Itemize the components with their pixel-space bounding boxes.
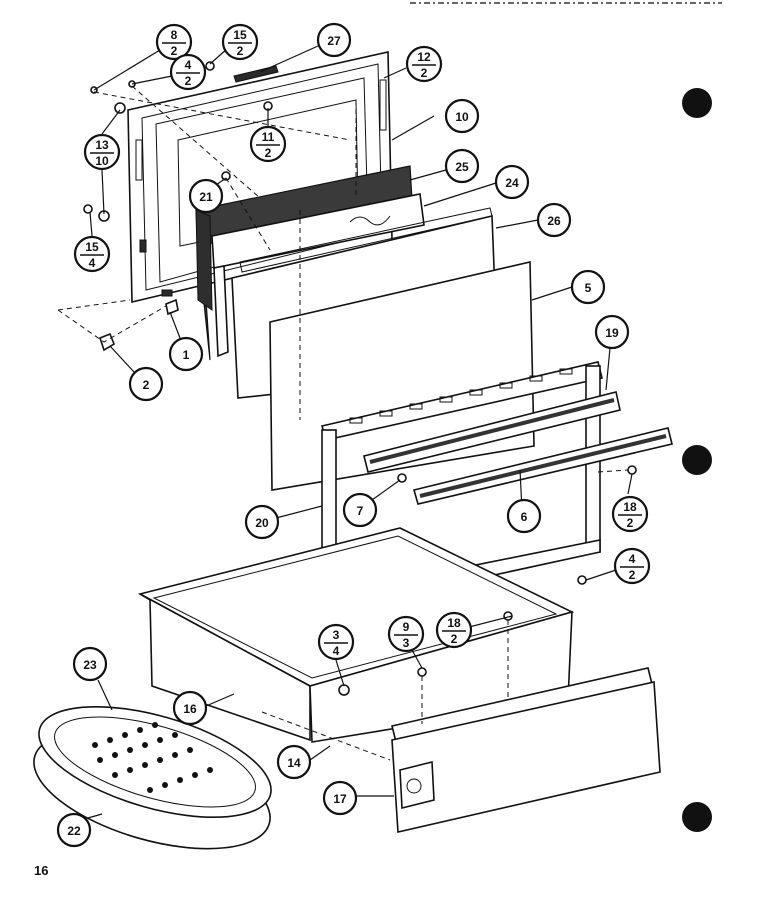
- callout-label: 17: [333, 792, 347, 806]
- callout-bottom: 2: [237, 44, 244, 58]
- callout-3-4: 3 4: [317, 623, 355, 661]
- callout-label: 27: [327, 34, 341, 48]
- callout-label: 2: [143, 378, 150, 392]
- callout-label: 21: [199, 190, 213, 204]
- callout-15-2: 15 2: [221, 23, 259, 61]
- callout-label: 26: [547, 214, 561, 228]
- callout-4-2-upper: 4 2: [169, 53, 207, 91]
- callout-label: 1: [183, 348, 190, 362]
- callout-top: 4: [185, 58, 192, 72]
- callout-19: 19: [594, 314, 630, 350]
- callout-label: 23: [83, 658, 97, 672]
- callout-top: 4: [629, 552, 636, 566]
- drawer-rail-upper: [363, 391, 621, 473]
- callout-label: 16: [183, 702, 197, 716]
- callout-9-3: 9 3: [387, 615, 425, 653]
- callout-22: 22: [56, 812, 92, 848]
- callout-18-2-lower: 18 2: [435, 611, 473, 649]
- callout-8-2: 8 2: [155, 23, 193, 61]
- callout-label: 10: [455, 110, 469, 124]
- callout-label: 5: [585, 281, 592, 295]
- callout-bottom: 2: [451, 632, 458, 646]
- callout-12-2: 12 2: [405, 45, 443, 83]
- callout-bottom: 2: [185, 74, 192, 88]
- inner-door-panel: [211, 193, 425, 358]
- broiler-grid: [38, 705, 272, 819]
- callout-label: 22: [67, 824, 81, 838]
- callout-label: 25: [455, 160, 469, 174]
- binder-hole-bottom: [682, 802, 712, 832]
- callout-top: 12: [417, 50, 431, 64]
- callout-top: 15: [233, 28, 247, 42]
- callout-4-2-lower: 4 2: [613, 547, 651, 585]
- callout-label: 7: [357, 504, 364, 518]
- callout-top: 8: [171, 28, 178, 42]
- callout-14: 14: [276, 744, 312, 780]
- callout-top: 18: [623, 500, 637, 514]
- callout-bottom: 2: [629, 568, 636, 582]
- callout-23: 23: [72, 646, 108, 682]
- callout-13-10: 13 10: [83, 133, 121, 171]
- callout-17: 17: [322, 780, 358, 816]
- callout-top: 11: [262, 130, 275, 144]
- callout-label: 19: [605, 326, 619, 340]
- callout-bottom: 3: [403, 636, 410, 650]
- callout-bottom: 4: [333, 644, 340, 658]
- callout-bottom: 2: [171, 44, 178, 58]
- callout-5: 5: [570, 269, 606, 305]
- callout-2: 2: [128, 366, 164, 402]
- callout-bottom: 10: [95, 154, 109, 168]
- callout-24: 24: [494, 164, 530, 200]
- callout-label: 20: [255, 516, 269, 530]
- callout-top: 18: [447, 616, 461, 630]
- callout-top: 13: [95, 138, 109, 152]
- callout-26: 26: [536, 202, 572, 238]
- callout-25: 25: [444, 148, 480, 184]
- binder-hole-middle: [682, 445, 712, 475]
- door-insulation: [195, 165, 413, 361]
- callout-15-4: 15 4: [73, 235, 111, 273]
- callout-1: 1: [168, 336, 204, 372]
- callout-11-2: 11 2: [249, 125, 287, 163]
- callout-bottom: 2: [421, 66, 428, 80]
- callout-6: 6: [506, 498, 542, 534]
- callout-top: 15: [85, 240, 99, 254]
- callout-label: 24: [505, 176, 519, 190]
- drawer-front-panel: [391, 681, 661, 833]
- callout-label: 6: [521, 510, 528, 524]
- callout-7: 7: [342, 492, 378, 528]
- callout-top: 3: [333, 628, 340, 642]
- leader-lines: [87, 45, 633, 819]
- callout-20: 20: [244, 504, 280, 540]
- callout-21: 21: [188, 178, 224, 214]
- binder-hole-top: [682, 88, 712, 118]
- callout-18-2-upper: 18 2: [611, 495, 649, 533]
- callout-top: 9: [403, 620, 410, 634]
- callout-bottom: 2: [265, 146, 272, 160]
- page-number: 16: [34, 863, 49, 878]
- callout-16: 16: [172, 690, 208, 726]
- callout-27: 27: [316, 22, 352, 58]
- assembly-guide-lines: [57, 85, 629, 761]
- callout-label: 14: [287, 756, 301, 770]
- drawer-rail-lower: [413, 427, 673, 505]
- callout-bottom: 2: [627, 516, 634, 530]
- callout-10: 10: [444, 98, 480, 134]
- callout-bottom: 4: [89, 256, 96, 270]
